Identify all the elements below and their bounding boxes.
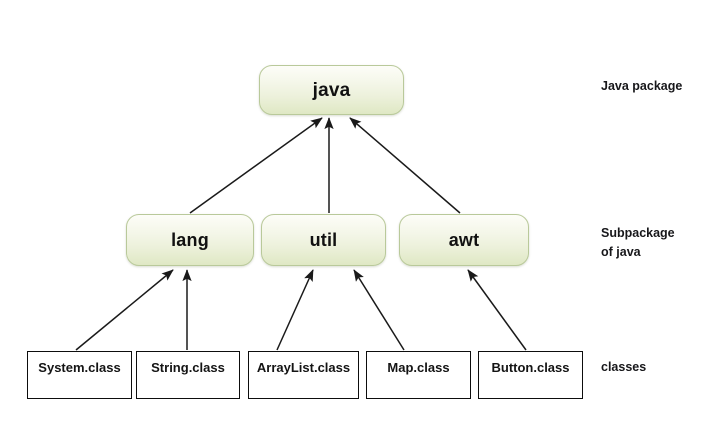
arrow-system-to-lang — [75, 269, 174, 351]
package-label-util: util — [309, 230, 338, 250]
arrow-arraylist-to-util — [276, 269, 314, 351]
class-label-map: Map.class — [387, 360, 450, 375]
class-box-arraylist[interactable]: ArrayList.class — [248, 351, 359, 399]
package-box-awt[interactable]: awt — [399, 214, 529, 266]
class-label-button: Button.class — [491, 360, 570, 375]
package-box-lang[interactable]: lang — [126, 214, 254, 266]
package-box-java[interactable]: java — [259, 65, 404, 115]
package-label-lang: lang — [171, 230, 209, 250]
class-box-system[interactable]: System.class — [27, 351, 132, 399]
annotation-java-package: Java package — [601, 79, 683, 93]
annotation-classes: classes — [601, 360, 647, 374]
class-label-string: String.class — [151, 360, 225, 375]
arrow-button-to-awt — [467, 269, 527, 351]
class-label-system: System.class — [38, 360, 121, 375]
package-label-awt: awt — [448, 230, 480, 250]
arrow-awt-to-java — [349, 117, 461, 214]
class-box-button[interactable]: Button.class — [478, 351, 583, 399]
arrow-lang-to-java — [189, 117, 323, 214]
package-box-util[interactable]: util — [261, 214, 386, 266]
arrow-map-to-util — [353, 269, 405, 351]
package-label-java: java — [312, 79, 351, 101]
class-box-string[interactable]: String.class — [136, 351, 240, 399]
class-label-arraylist: ArrayList.class — [256, 360, 351, 375]
annotation-subpackage: Subpackage of java — [601, 226, 675, 260]
class-box-map[interactable]: Map.class — [366, 351, 471, 399]
